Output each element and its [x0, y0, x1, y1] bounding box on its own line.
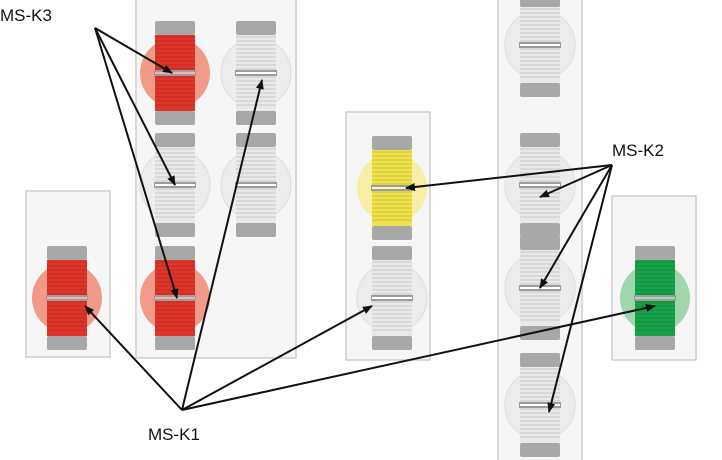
switch-right [620, 246, 690, 350]
arrow-6 [547, 164, 613, 413]
switch-a-top [140, 21, 210, 125]
arrow-4 [539, 164, 613, 198]
arrows [84, 27, 656, 413]
arrow-8 [181, 79, 264, 411]
arrow-3 [405, 164, 613, 191]
switch-c-top [357, 136, 427, 240]
arrow-10 [181, 304, 656, 411]
arrow-7 [84, 305, 183, 411]
arrow-1 [94, 27, 176, 186]
arrow-5 [539, 164, 613, 289]
switch-d-2 [504, 133, 576, 237]
switch-c-bot [356, 246, 428, 350]
arrow-2 [94, 27, 179, 299]
label-ms-k3: MS-K3 [0, 6, 52, 25]
switch-d-4 [504, 353, 576, 457]
switch-d-1 [504, 0, 576, 97]
arrow-0 [94, 27, 173, 74]
switch-b-top [220, 21, 292, 125]
label-ms-k2: MS-K2 [612, 141, 664, 160]
switch-b-mid [220, 133, 292, 237]
label-ms-k1: MS-K1 [148, 425, 200, 444]
arrow-9 [181, 305, 373, 411]
switch-left [32, 246, 102, 350]
